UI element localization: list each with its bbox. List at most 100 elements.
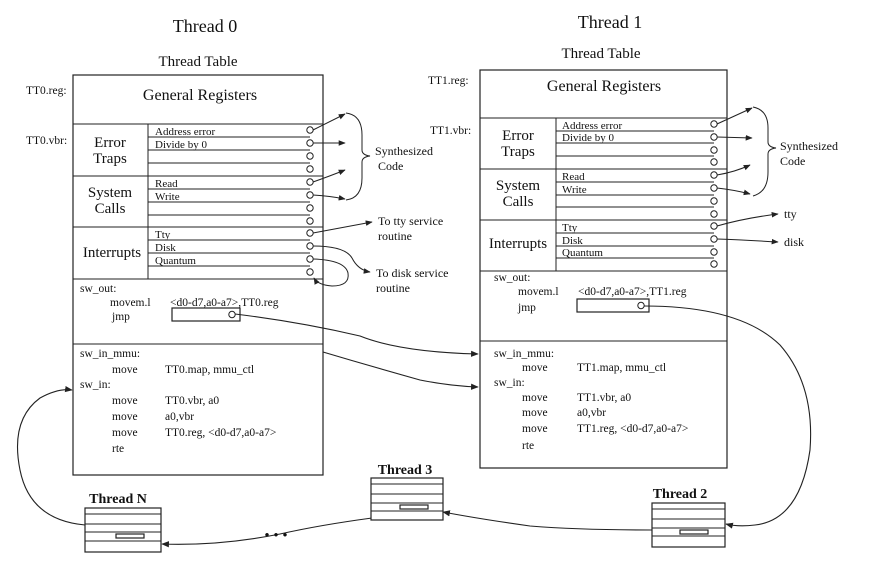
thread-1-vbr-label: TT1.vbr: [430,125,471,137]
disk-service-label-2: routine [376,281,410,295]
thread-0-write: Write [155,191,180,203]
arrow-threadn-to-thread0-sw-in [17,385,86,526]
arrow-thread0-jmp-to-thread1-sw-in [322,351,479,390]
thread-1: Thread 1 Thread Table TT1.reg: TT1.vbr: … [428,12,728,469]
thread-0-reg-label: TT0.reg: [26,85,67,97]
thread-0-error-traps-label: Error [94,135,126,151]
thread-0-sw-in-op-2: move [112,411,138,423]
disk-service-label: To disk service [376,266,448,280]
thread-0-system-calls-label-2: Calls [95,201,126,217]
thread-0-general-registers: General Registers [143,87,257,104]
thread-3-title: Thread 3 [378,463,433,478]
thread-0-divide-by-zero: Divide by 0 [155,139,207,151]
arrow-thread3-to-threadn [161,517,373,548]
thread-0-sw-in-op-3: move [112,427,138,439]
thread-0-sw-in-arg-2: a0,vbr [165,411,194,423]
mini-thread-n: Thread N [84,492,162,553]
thread-0-sw-in-mmu-label: sw_in_mmu: [80,348,140,360]
tty-service-label-2: routine [378,229,412,243]
arrow-thread2-to-thread3 [442,510,653,531]
thread-1-sw-in-op-4: rte [522,440,534,452]
thread-0-table-title: Thread Table [158,54,237,70]
thread-0-sw-in-arg-1: TT0.vbr, a0 [165,395,219,407]
thread-1-error-traps-label-2: Traps [501,144,535,160]
thread-n-title: Thread N [89,492,147,507]
thread-0-vector-pointers [306,126,314,276]
synthesized-code-brace-right [752,106,777,197]
thread-1-interrupts-label: Interrupts [489,236,547,252]
thread-1-sw-in-arg-1: TT1.vbr, a0 [577,392,631,404]
thread-0-sw-out-op-2: jmp [111,311,130,323]
thread-1-general-registers: General Registers [547,78,661,95]
thread-0-interrupts-label: Interrupts [83,245,141,261]
thread-0-tty: Tty [155,229,171,241]
context-switch-arrows [17,305,812,548]
thread-1-write: Write [562,184,587,196]
thread-1-system-calls-label-2: Calls [503,194,534,210]
thread-0-sw-out-label: sw_out: [80,283,116,295]
thread-1-table-title: Thread Table [561,46,640,62]
thread-1-read: Read [562,171,585,183]
thread-1-sw-in-op-2: move [522,407,548,419]
arrow-thread1-jmp-to-thread2 [643,305,812,529]
mini-thread-3: Thread 3 [370,463,444,521]
thread-1-sw-out-op-2: jmp [517,302,536,314]
thread-0: Thread 0 Thread Table TT0.reg: TT0.vbr: … [26,16,324,476]
thread-1-system-calls-label: System [496,178,541,194]
thread-1-sw-in-op-3: move [522,423,548,435]
thread-0-table [72,74,324,476]
synthesized-code-label-right: Synthesized [780,139,838,153]
thread-0-sw-in-arg-3: TT0.reg, <d0-d7,a0-a7> [165,427,276,439]
thread-0-read: Read [155,178,178,190]
synthesized-code-label-right-2: Code [780,154,805,168]
thread-1-sw-in-mmu-op-1: move [522,362,548,374]
thread-0-sw-out-arg-1: <d0-d7,a0-a7>,TT0.reg [170,297,279,309]
synthesized-code-brace-left [345,112,371,201]
thread-0-sw-in-op-4: rte [112,443,124,455]
thread-0-address-error: Address error [155,126,216,138]
thread-0-disk: Disk [155,242,176,254]
thread-1-annotations: Synthesized Code tty disk [716,106,838,249]
thread-0-sw-in-mmu-arg-1: TT0.map, mmu_ctl [165,364,254,376]
thread-1-title: Thread 1 [578,12,642,32]
mini-thread-2: Thread 2 [651,487,726,548]
thread-1-quantum: Quantum [562,247,603,259]
thread-0-sw-out-op-1: movem.l [110,297,151,309]
thread-0-title: Thread 0 [173,16,237,36]
thread-0-error-traps-label-2: Traps [93,151,127,167]
thread-1-sw-in-arg-2: a0,vbr [577,407,606,419]
thread-2-title: Thread 2 [653,487,708,502]
thread-1-vector-pointers [710,120,718,268]
synthesized-code-label-left: Synthesized [375,144,433,158]
thread-1-tty: Tty [562,222,578,234]
thread-1-address-error: Address error [562,120,623,132]
thread-0-vbr-label: TT0.vbr: [26,135,67,147]
thread-1-divide-by-zero: Divide by 0 [562,132,614,144]
thread-0-annotations: Synthesized Code To tty service routine … [312,112,448,295]
thread-1-error-traps-label: Error [502,128,534,144]
thread-1-sw-out-op-1: movem.l [518,286,559,298]
thread-1-sw-in-arg-3: TT1.reg, <d0-d7,a0-a7> [577,423,688,435]
thread-0-sw-in-op-1: move [112,395,138,407]
synthesized-code-label-left-2: Code [378,159,403,173]
thread-0-sw-in-label: sw_in: [80,379,111,391]
thread-1-sw-out-arg-1: <d0-d7,a0-a7>,TT1.reg [578,286,687,298]
thread-1-sw-in-label: sw_in: [494,377,525,389]
ellipsis: • • • [264,528,287,544]
quantum-loop-arrow [312,258,349,287]
arrow-thread0-jmp-to-thread1-sw-in-mmu [234,313,479,357]
thread-1-sw-in-mmu-arg-1: TT1.map, mmu_ctl [577,362,666,374]
thread-1-disk: Disk [562,235,583,247]
thread-1-reg-label: TT1.reg: [428,75,469,87]
thread-0-sw-in-mmu-op-1: move [112,364,138,376]
tty-service-label: To tty service [378,214,443,228]
thread-1-sw-in-op-1: move [522,392,548,404]
thread-1-sw-out-label: sw_out: [494,272,530,284]
tty-label: tty [784,207,797,221]
thread-1-table [479,69,728,469]
thread-0-system-calls-label: System [88,185,133,201]
thread-0-quantum: Quantum [155,255,196,267]
thread-1-sw-in-mmu-label: sw_in_mmu: [494,348,554,360]
disk-label: disk [784,235,804,249]
